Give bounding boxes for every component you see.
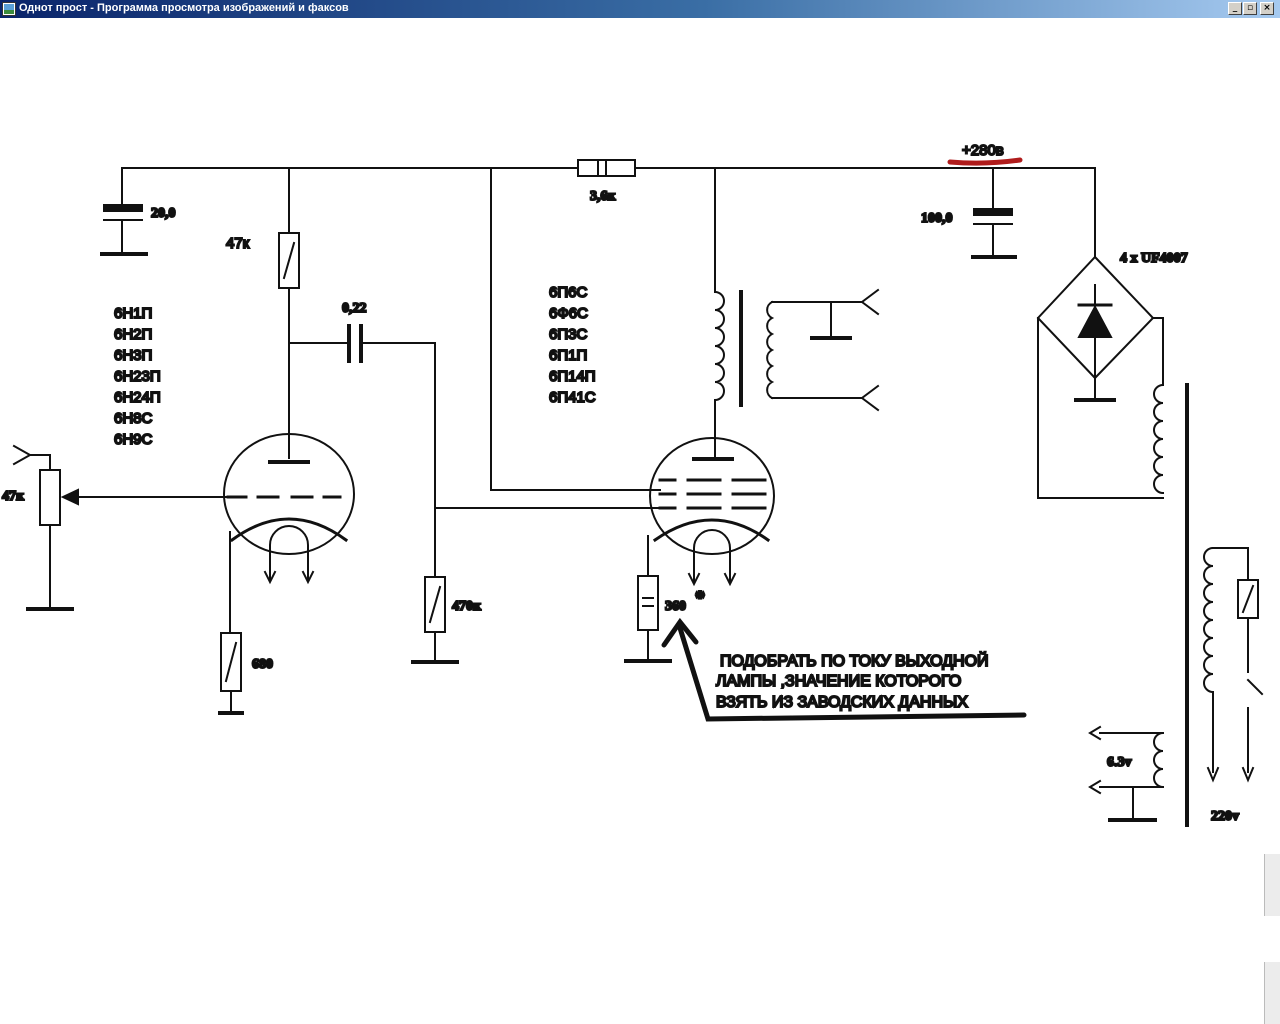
heater-voltage-label: 6.3v: [1107, 755, 1132, 770]
preamp-tube-5: 6Н24П: [114, 389, 161, 406]
rectifier-bridge: [1036, 167, 1165, 499]
note-line-3: ВЗЯТЬ ИЗ ЗАВОДСКИХ ДАННЫХ: [716, 694, 968, 711]
close-button[interactable]: ×: [1260, 2, 1274, 15]
supply-voltage-mark: [947, 157, 1023, 166]
preamp-tube-7: 6Н9С: [114, 431, 153, 448]
output-cathode-resistor-label: 360: [665, 599, 686, 614]
preamp-tube-3: 6Н3П: [114, 347, 152, 364]
dropper-resistor-label: 3,6к: [590, 189, 617, 204]
output-tube-list: 6П6С 6Ф6С 6П3С 6П1П 6П14П 6П41С: [548, 283, 597, 407]
grid-resistor: [411, 507, 661, 664]
coupling-capacitor: [288, 324, 436, 509]
output-tube-3: 6П3С: [549, 326, 587, 343]
maximize-button[interactable]: ▫: [1243, 2, 1257, 15]
vertical-scrollbar-lower[interactable]: [1264, 962, 1280, 1024]
rectifier-label: 4 х UF4007: [1120, 251, 1188, 266]
image-canvas[interactable]: 20,0 47к 0,22 6Н1П 6Н2П 6Н3П 6Н23П 6Н24П…: [0, 18, 1280, 1024]
volume-potentiometer: [12, 444, 229, 611]
preamp-tube-6: 6Н8С: [114, 410, 153, 427]
screen-grid-line: [490, 167, 661, 491]
output-tube-symbol: [647, 437, 775, 587]
minimize-button[interactable]: _: [1228, 2, 1242, 15]
output-cathode-resistor: [624, 575, 672, 663]
coupling-capacitor-label: 0,22: [342, 301, 367, 316]
output-transformer: [713, 167, 880, 459]
volume-potentiometer-label: 47к: [2, 489, 25, 504]
output-tube-6: 6П41С: [549, 389, 596, 406]
title-bar[interactable]: Однот прост - Программа просмотра изобра…: [0, 0, 1280, 18]
preamp-tube-symbol: [223, 433, 355, 634]
preamp-tube-list: 6Н1П 6Н2П 6Н3П 6Н23П 6Н24П 6Н8С 6Н9С: [113, 304, 162, 449]
note-line-1: ПОДОБРАТЬ ПО ТОКУ ВЫХОДНОЙ: [720, 651, 989, 670]
note-line-2: ЛАМПЫ ,ЗНАЧЕНИЕ КОТОРОГО: [716, 673, 961, 690]
grid-resistor-label: 470к: [452, 599, 482, 614]
filter-capacitor-1-label: 20,0: [151, 206, 176, 221]
note-arrow: [661, 617, 1027, 722]
window-title: Однот прост - Программа просмотра изобра…: [19, 2, 349, 14]
vertical-scrollbar-upper[interactable]: [1264, 854, 1280, 916]
output-tube-4: 6П1П: [549, 347, 587, 364]
preamp-tube-1: 6Н1П: [114, 305, 152, 322]
dropper-resistor: [577, 159, 636, 177]
selection-asterisk: *: [695, 587, 705, 609]
power-transformer: [1088, 383, 1264, 827]
schematic-image: 20,0 47к 0,22 6Н1П 6Н2П 6Н3П 6Н23П 6Н24П…: [1, 141, 1264, 827]
mains-voltage-label: 220v: [1211, 809, 1239, 824]
plate-resistor-label: 47к: [226, 235, 250, 252]
minimize-icon: _: [1232, 3, 1238, 13]
filter-capacitor-2-label: 100,0: [921, 211, 953, 226]
preamp-tube-2: 6Н2П: [114, 326, 152, 343]
output-tube-2: 6Ф6С: [549, 305, 588, 322]
preamp-tube-4: 6Н23П: [114, 368, 161, 385]
plate-resistor: [278, 167, 300, 459]
image-viewer-icon: [2, 2, 16, 16]
preamp-cathode-resistor: [218, 632, 244, 715]
output-tube-5: 6П14П: [549, 368, 596, 385]
supply-voltage-label: +280в: [962, 142, 1004, 159]
filter-capacitor-1: [100, 167, 148, 256]
maximize-icon: ▫: [1246, 3, 1254, 13]
close-icon: ×: [1263, 3, 1271, 13]
preamp-cathode-resistor-label: 680: [252, 657, 273, 672]
filter-capacitor-2: [971, 167, 1017, 259]
output-tube-1: 6П6С: [549, 284, 587, 301]
